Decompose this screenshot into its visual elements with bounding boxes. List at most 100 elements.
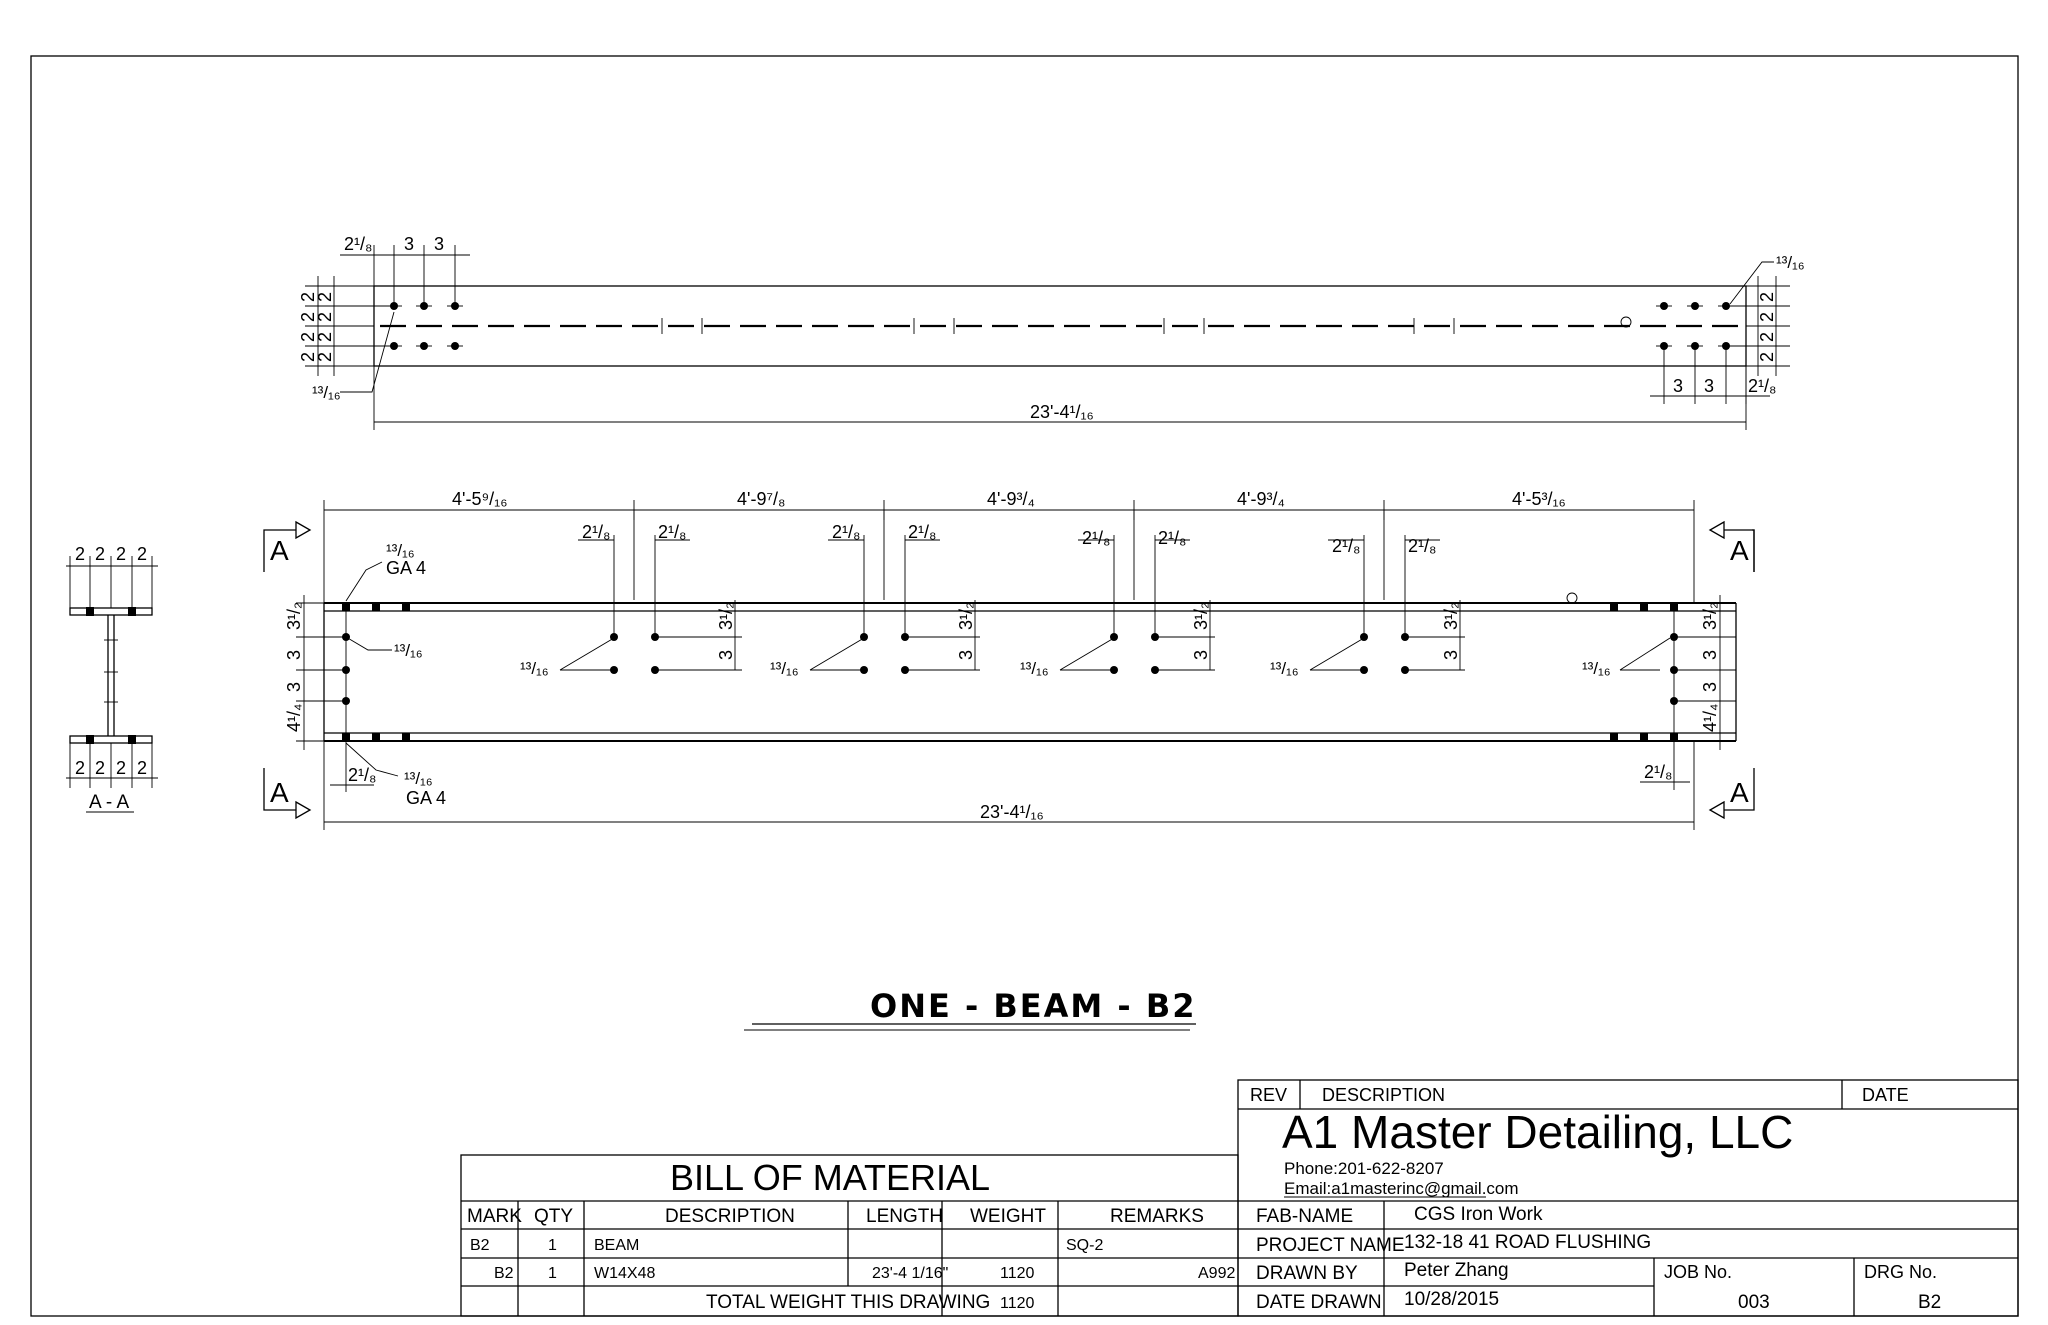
top-dim-right-2: 3	[1704, 376, 1714, 396]
company-name: A1 Master Detailing, LLC	[1282, 1106, 1793, 1158]
drg-no-label: DRG No.	[1864, 1262, 1937, 1282]
date-drawn-value: 10/28/2015	[1404, 1289, 1499, 1310]
front-vdim-left-4: 4¹/₄	[284, 704, 304, 732]
clip3-dim-l: 2¹/₈	[1082, 528, 1110, 548]
span-1: 4'-5⁹/₁₆	[452, 489, 508, 509]
web-hole-label-5: ¹³/₁₆	[1582, 659, 1611, 678]
top-vdim-left-b2: 2	[315, 312, 335, 322]
top-hole-label-right: ¹³/₁₆	[1776, 253, 1805, 272]
bom-r2-mark: B2	[494, 1265, 514, 1282]
sec-top-dim-3: 2	[116, 544, 126, 564]
bom-r2-weight: 1120	[1000, 1265, 1035, 1282]
sec-bot-dim-1: 2	[75, 758, 85, 778]
front-vdim-left-1: 3¹/₂	[284, 602, 304, 630]
clip-2	[809, 510, 980, 674]
top-vdim-left-4: 2	[298, 352, 318, 362]
front-vdim-right-1: 3¹/₂	[1700, 602, 1720, 630]
gauge-label-bottom: GA 4	[406, 788, 446, 808]
bom-r2-grade: A992	[1198, 1265, 1235, 1282]
front-vdim-right-2: 3	[1700, 650, 1720, 660]
front-bottom-dim-right: 2¹/₈	[1644, 762, 1672, 782]
job-no-label: JOB No.	[1664, 1262, 1732, 1282]
end-hole-label-left: ¹³/₁₆	[394, 641, 423, 660]
bom-r1-qty: 1	[548, 1237, 557, 1254]
front-bottom-dim-left: 2¹/₈	[348, 765, 376, 785]
top-view: 2¹/₈ 3 3 2 2 2 2 2 2 2 2 ¹³/₁₆ ¹³/₁₆	[298, 234, 1805, 430]
clip1-dim-l: 2¹/₈	[582, 522, 610, 542]
top-dim-left-1: 2¹/₈	[344, 234, 372, 254]
drawn-by-value: Peter Zhang	[1404, 1260, 1509, 1281]
company-email: Email:a1masterinc@gmail.com	[1284, 1179, 1519, 1198]
top-dim-right-3: 2¹/₈	[1748, 376, 1776, 396]
bom-total-label: TOTAL WEIGHT THIS DRAWING	[706, 1292, 990, 1313]
web-hole-label-2: ¹³/₁₆	[770, 659, 799, 678]
clip-4	[1309, 510, 1465, 674]
drg-no-value: B2	[1918, 1292, 1941, 1313]
clip4-vdim-2: 3	[1441, 650, 1461, 660]
clip2-dim-r: 2¹/₈	[908, 522, 936, 542]
rev-description-label: DESCRIPTION	[1322, 1085, 1445, 1105]
fab-name-value: CGS Iron Work	[1414, 1204, 1543, 1225]
front-vdim-left-3: 3	[284, 682, 304, 692]
project-name-label: PROJECT NAME	[1256, 1235, 1405, 1256]
section-label: A - A	[89, 792, 129, 813]
bom-header-qty: QTY	[534, 1206, 573, 1227]
bom-r2-length: 23'-4 1/16"	[872, 1265, 948, 1282]
top-vdim-right-3: 2	[1757, 332, 1777, 342]
clip1-vdim-2: 3	[716, 650, 736, 660]
front-vdim-left-2: 3	[284, 650, 304, 660]
front-overall-length: 23'-4¹/₁₆	[980, 802, 1044, 822]
bom-total-weight: 1120	[1000, 1295, 1035, 1312]
section-a-a: 2 2 2 2 2 2 2 2 A - A	[66, 544, 158, 813]
sec-bot-dim-4: 2	[137, 758, 147, 778]
top-vdim-left-1: 2	[298, 292, 318, 302]
span-5: 4'-5³/₁₆	[1512, 489, 1566, 509]
clip4-dim-l: 2¹/₈	[1332, 536, 1360, 556]
fab-name-label: FAB-NAME	[1256, 1206, 1353, 1227]
clip3-vdim-1: 3¹/₂	[1191, 602, 1211, 630]
top-vdim-right-4: 2	[1757, 352, 1777, 362]
span-2: 4'-9⁷/₈	[737, 489, 785, 509]
drawn-by-label: DRAWN BY	[1256, 1263, 1358, 1284]
sec-bot-dim-2: 2	[95, 758, 105, 778]
project-name-value: 132-18 41 ROAD FLUSHING	[1404, 1232, 1651, 1253]
section-mark-bl: A	[270, 777, 289, 808]
bom-r2-qty: 1	[548, 1265, 557, 1282]
bill-of-material: BILL OF MATERIAL MARK QTY DESCRIPTION LE…	[460, 1154, 1239, 1317]
span-4: 4'-9³/₄	[1237, 489, 1285, 509]
sec-bot-dim-3: 2	[116, 758, 126, 778]
bom-header-description: DESCRIPTION	[665, 1206, 795, 1227]
bom-header-weight: WEIGHT	[970, 1206, 1046, 1227]
top-vdim-left-b1: 2	[315, 292, 335, 302]
top-vdim-right-2: 2	[1757, 312, 1777, 322]
web-hole-label-4: ¹³/₁₆	[1270, 659, 1299, 678]
top-vdim-left-b4: 2	[315, 352, 335, 362]
web-hole-label-1: ¹³/₁₆	[520, 659, 549, 678]
bom-r1-mark: B2	[470, 1237, 490, 1254]
job-no-value: 003	[1738, 1292, 1770, 1313]
bom-title: BILL OF MATERIAL	[670, 1157, 990, 1198]
clip4-dim-r: 2¹/₈	[1408, 536, 1436, 556]
top-overall-length: 23'-4¹/₁₆	[1030, 402, 1094, 422]
clip4-vdim-1: 3¹/₂	[1441, 602, 1461, 630]
bom-header-length: LENGTH	[866, 1206, 943, 1227]
clip2-vdim-2: 3	[956, 650, 976, 660]
top-dim-right-1: 3	[1673, 376, 1683, 396]
top-dim-left-2: 3	[404, 234, 414, 254]
company-phone: Phone:201-622-8207	[1284, 1159, 1444, 1178]
clip3-vdim-2: 3	[1191, 650, 1211, 660]
clip2-dim-l: 2¹/₈	[832, 522, 860, 542]
clip-3	[1059, 510, 1215, 674]
bom-header-mark: MARK	[467, 1206, 522, 1227]
bom-r2-desc: W14X48	[594, 1265, 655, 1282]
clip3-dim-r: 2¹/₈	[1158, 528, 1186, 548]
top-vdim-left-2: 2	[298, 312, 318, 322]
clip-1	[559, 510, 742, 674]
top-dim-left-3: 3	[434, 234, 444, 254]
sec-top-dim-1: 2	[75, 544, 85, 564]
top-vdim-left-3: 2	[298, 332, 318, 342]
web-hole-label-3: ¹³/₁₆	[1020, 659, 1049, 678]
gauge-label-top: GA 4	[386, 558, 426, 578]
flange-hole-label-top: ¹³/₁₆	[386, 541, 415, 560]
